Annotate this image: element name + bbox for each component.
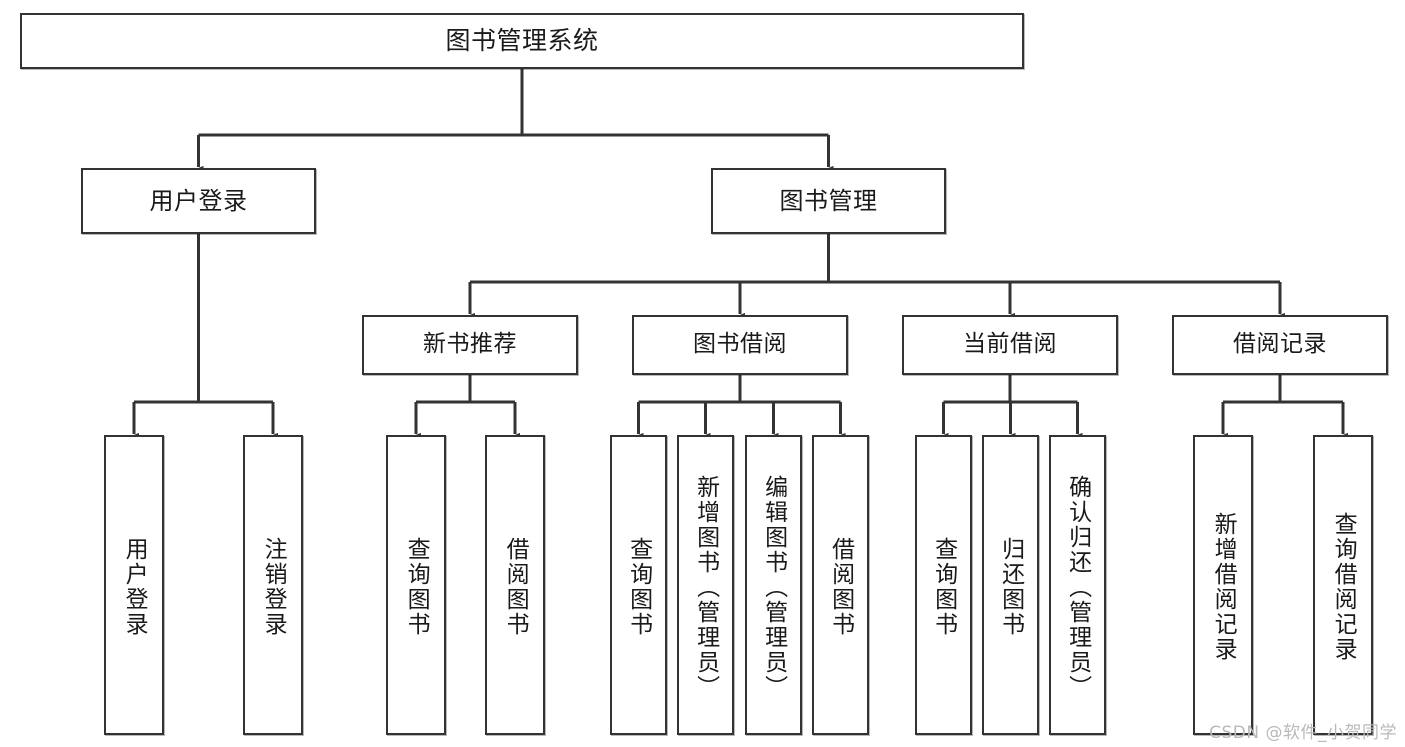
node-l1[interactable]: 用户登录 [104,435,164,735]
node-login[interactable]: 用户登录 [81,168,316,234]
node-label: 编辑图书（管理员） [760,474,787,700]
node-label: 借阅图书 [827,537,854,637]
node-label: 查询图书 [625,537,652,637]
node-label: 查询图书 [930,537,957,637]
node-l4[interactable]: 借阅图书 [485,435,545,735]
node-l13[interactable]: 查询借阅记录 [1313,435,1373,735]
node-label: 当前借阅 [963,331,1057,358]
node-l2[interactable]: 注销登录 [243,435,303,735]
node-label: 新增图书（管理员） [692,474,719,700]
node-current[interactable]: 当前借阅 [902,315,1118,375]
node-l5[interactable]: 查询图书 [610,435,667,735]
node-label: 注销登录 [260,537,287,637]
node-root[interactable]: 图书管理系统 [20,13,1024,69]
node-l7[interactable]: 编辑图书（管理员） [745,435,802,735]
node-label: 借阅记录 [1233,331,1327,358]
node-label: 图书管理系统 [445,26,599,56]
node-label: 新增借阅记录 [1210,512,1237,662]
node-label: 确认归还（管理员） [1064,474,1091,700]
node-label: 新书推荐 [423,331,517,358]
node-label: 用户登录 [149,186,248,215]
node-label: 查询图书 [403,537,430,637]
node-label: 查询借阅记录 [1330,512,1357,662]
node-bookmgmt[interactable]: 图书管理 [711,168,946,234]
node-l3[interactable]: 查询图书 [386,435,446,735]
edge-group [128,69,1349,442]
node-l6[interactable]: 新增图书（管理员） [677,435,734,735]
node-label: 图书借阅 [693,331,787,358]
node-label: 图书管理 [779,186,878,215]
node-l12[interactable]: 新增借阅记录 [1193,435,1253,735]
node-borrow[interactable]: 图书借阅 [632,315,848,375]
node-newbook[interactable]: 新书推荐 [362,315,578,375]
node-label: 用户登录 [121,537,148,637]
node-records[interactable]: 借阅记录 [1172,315,1388,375]
node-l10[interactable]: 归还图书 [982,435,1039,735]
node-l9[interactable]: 查询图书 [915,435,972,735]
node-label: 借阅图书 [502,537,529,637]
watermark: CSDN @软件_小贺同学 [1209,723,1397,743]
node-label: 归还图书 [997,537,1024,637]
node-l11[interactable]: 确认归还（管理员） [1049,435,1106,735]
node-l8[interactable]: 借阅图书 [812,435,869,735]
